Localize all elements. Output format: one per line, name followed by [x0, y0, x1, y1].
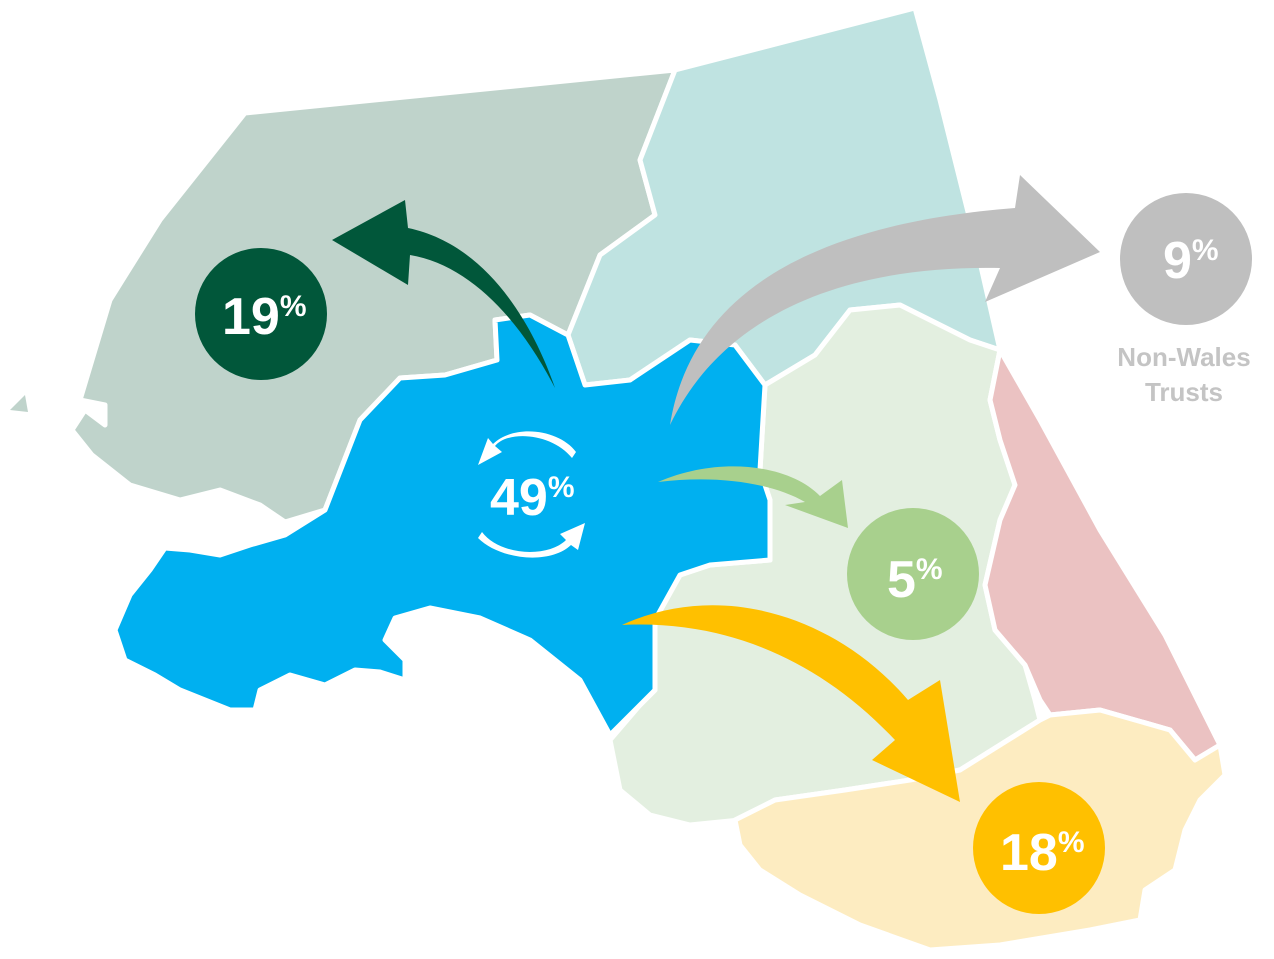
badge-non-wales-circle: [1120, 193, 1252, 325]
arrow-non-wales: [670, 175, 1100, 425]
badge-northwest-value: 19%: [222, 288, 307, 346]
self-flow-number: 49: [490, 469, 548, 527]
badge-south-circle: [973, 782, 1105, 914]
region-east-strip: [982, 347, 1223, 763]
badge-northwest-circle: [195, 248, 327, 380]
self-flow-unit: %: [548, 471, 575, 504]
arrow-northwest: [332, 200, 555, 388]
badge-east-unit: %: [916, 553, 943, 586]
self-flow-value: 49%: [490, 469, 575, 527]
badge-south-number: 18: [1000, 824, 1058, 882]
flow-arrows: [332, 175, 1100, 802]
badge-northwest-number: 19: [222, 288, 280, 346]
badge-south: 18%: [973, 782, 1105, 914]
arrow-east: [658, 466, 848, 528]
badge-non-wales: 9% Non-Wales Trusts: [1117, 193, 1252, 407]
arrow-south: [622, 605, 960, 802]
self-flow: 49%: [478, 431, 585, 558]
badge-east-number: 5: [887, 551, 916, 609]
badge-east-circle: [847, 508, 979, 640]
island-west: [10, 395, 28, 412]
badge-northwest: 19%: [195, 248, 327, 380]
badge-east: 5%: [847, 508, 979, 640]
badge-east-value: 5%: [887, 551, 943, 609]
badge-northwest-unit: %: [280, 290, 307, 323]
badge-south-unit: %: [1058, 826, 1085, 859]
non-wales-label-line-1: Non-Wales: [1117, 342, 1250, 372]
badge-non-wales-number: 9: [1163, 232, 1192, 290]
refresh-cycle-icon: [478, 431, 585, 558]
badge-non-wales-unit: %: [1192, 234, 1219, 267]
badge-non-wales-value: 9%: [1163, 232, 1219, 290]
badge-south-value: 18%: [1000, 824, 1085, 882]
non-wales-label-line-2: Trusts: [1145, 377, 1223, 407]
